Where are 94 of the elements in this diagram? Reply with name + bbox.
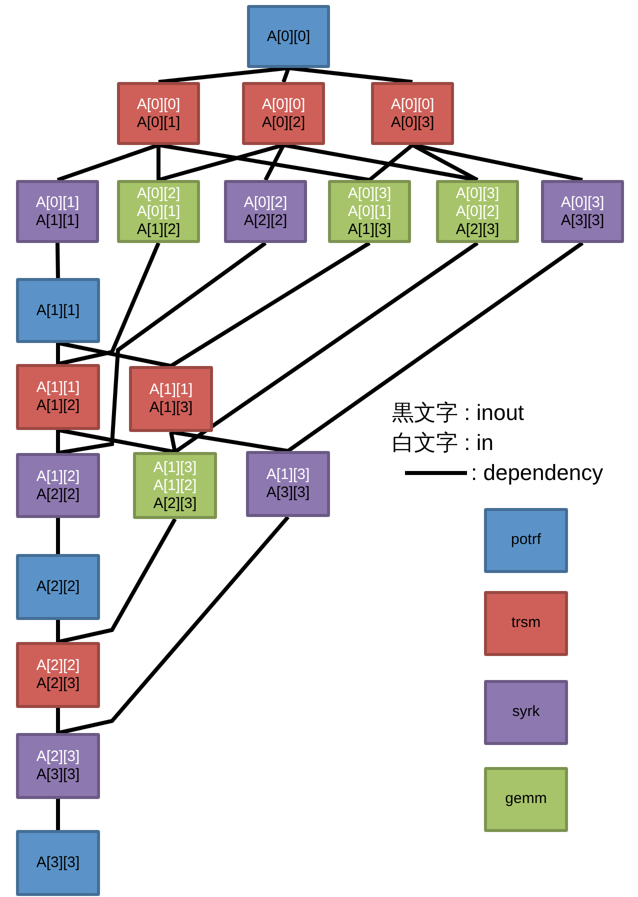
task-box: [16, 830, 100, 896]
task-box: [16, 642, 100, 708]
matrix-block-label: A[2][3]: [36, 675, 80, 693]
task-box: [16, 180, 99, 243]
task-box: [16, 364, 100, 430]
matrix-block-label: A[0][2]: [136, 184, 180, 202]
task-box: [133, 452, 217, 519]
dependency-line: [156, 145, 160, 180]
matrix-block-label: A[2][3]: [456, 220, 500, 238]
matrix-block-label: A[1][3]: [266, 466, 310, 484]
dependency-line: [158, 143, 370, 182]
dependency-line: [58, 518, 177, 644]
matrix-block-label: A[0][2]: [262, 114, 306, 132]
dependency-line: [56, 242, 60, 278]
matrix-block-label: A[2][3]: [153, 494, 197, 512]
matrix-block-label: A[1][3]: [348, 220, 392, 238]
dependency-line: [58, 341, 172, 368]
dependency-line: [58, 241, 267, 455]
matrix-block-label: A[1][1]: [149, 381, 193, 399]
matrix-block-label: A[0][2]: [456, 202, 500, 220]
task-box: [224, 180, 307, 243]
matrix-block-label: A[2][2]: [244, 212, 288, 230]
dependency-line: [174, 241, 479, 454]
dependency-line: [368, 143, 414, 182]
task-box: [117, 82, 200, 145]
task-box: [371, 82, 454, 145]
matrix-block-label: A[0][3]: [348, 184, 392, 202]
matrix-block-label: A[0][0]: [262, 96, 306, 114]
matrix-block-label: A[1][1]: [36, 379, 80, 397]
dependency-line: [58, 516, 290, 735]
matrix-block-label: A[0][1]: [136, 114, 180, 132]
task-box: [16, 554, 100, 620]
legend-box: syrk: [484, 680, 568, 745]
matrix-block-label: A[2][2]: [36, 486, 80, 504]
matrix-block-label: A[0][3]: [456, 184, 500, 202]
matrix-block-label: A[0][0]: [266, 28, 310, 46]
task-box: [436, 180, 519, 243]
matrix-block-label: A[3][3]: [36, 854, 80, 872]
dependency-line: [158, 66, 289, 84]
task-box: [541, 180, 624, 243]
matrix-block-label: A[3][3]: [266, 484, 310, 502]
matrix-block-label: A[3][3]: [36, 766, 80, 784]
matrix-block-label: A[0][1]: [36, 194, 80, 212]
matrix-block-label: A[3][3]: [560, 212, 604, 230]
task-box: [247, 5, 330, 68]
dependency-line: [288, 66, 413, 84]
matrix-block-label: A[1][2]: [36, 468, 80, 486]
task-box: [16, 453, 100, 518]
matrix-block-label: A[0][3]: [560, 194, 604, 212]
dependency-line: [58, 242, 160, 366]
dependency-line: [412, 143, 478, 182]
matrix-block-label: A[1][2]: [136, 220, 180, 238]
matrix-block-label: A[1][2]: [36, 397, 80, 415]
dependency-line: [56, 343, 60, 364]
matrix-block-label: A[0][0]: [390, 96, 434, 114]
task-box: [328, 180, 411, 243]
matrix-block-label: A[2][2]: [36, 578, 80, 596]
legend-box: trsm: [484, 591, 568, 656]
dependency-line: [282, 67, 290, 83]
matrix-block-label: A[0][1]: [136, 202, 180, 220]
legend-text: 白文字 : in: [392, 430, 494, 456]
dependency-line: [170, 241, 371, 368]
dependency-line: [264, 144, 286, 181]
matrix-block-label: A[2][3]: [36, 748, 80, 766]
task-box: [242, 82, 325, 145]
dependency-line: [56, 620, 60, 642]
matrix-block-label: A[0][2]: [244, 194, 288, 212]
dependency-line: [170, 430, 288, 453]
legend-box: potrf: [484, 508, 568, 573]
matrix-block-label: A[0][0]: [136, 96, 180, 114]
legend-box: gemm: [484, 767, 568, 832]
dependency-line: [56, 143, 160, 182]
dependency-line: [286, 241, 584, 453]
matrix-block-label: A[0][1]: [348, 202, 392, 220]
matrix-block-label: A[1][1]: [36, 302, 80, 320]
matrix-block-label: A[2][2]: [36, 657, 80, 675]
dependency-line: [56, 518, 60, 554]
dependency-line: [58, 428, 176, 454]
task-box: [117, 180, 200, 243]
dependency-line: [56, 708, 60, 733]
task-box: [246, 451, 330, 517]
matrix-block-label: A[1][3]: [153, 458, 197, 476]
legend-text: 黒文字 : inout: [392, 400, 524, 426]
task-box: [16, 278, 100, 343]
dependency-line: [56, 430, 60, 453]
matrix-block-label: A[0][3]: [390, 114, 434, 132]
task-box: [16, 733, 100, 799]
task-box: [129, 366, 213, 432]
dependency-line: [169, 432, 177, 452]
legend-text: : dependency: [471, 460, 604, 486]
matrix-block-label: A[1][1]: [36, 212, 80, 230]
dependency-line: [56, 799, 60, 830]
matrix-block-label: A[1][3]: [149, 399, 193, 417]
matrix-block-label: A[1][2]: [153, 476, 197, 494]
